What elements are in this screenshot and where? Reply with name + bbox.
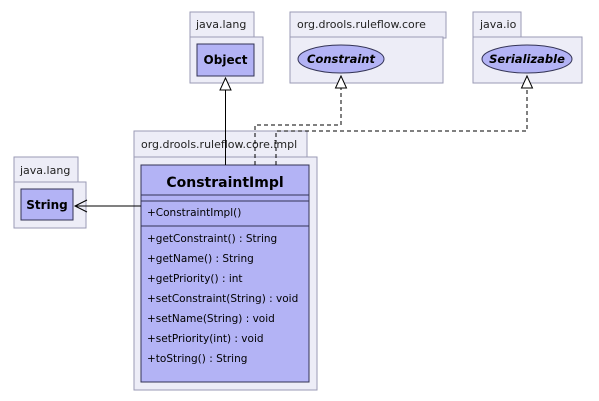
package-label: java.io — [479, 18, 517, 31]
package-tab — [133, 130, 308, 159]
class-method: +getName() : String — [147, 253, 254, 265]
relation-implements-constraint — [254, 74, 348, 165]
package-ruleflow-core-impl: org.drools.ruleflow.core.impl Constraint… — [133, 130, 318, 391]
class-method: +setPriority(int) : void — [147, 333, 264, 345]
relation-implements-serializable — [275, 74, 534, 165]
interface-serializable-ellipse[interactable] — [481, 44, 573, 74]
class-string-box[interactable] — [20, 188, 74, 221]
association-arrowhead — [73, 199, 88, 213]
class-method: +getPriority() : int — [147, 273, 243, 285]
package-java-io: java.io Serializable — [472, 11, 583, 84]
package-tab — [189, 11, 255, 39]
package-tab — [13, 156, 79, 184]
realization-arrowhead — [334, 74, 348, 89]
package-java-lang-top: java.lang Object — [189, 11, 264, 84]
class-object-name: Object — [204, 53, 248, 67]
package-java-lang-left: java.lang String — [13, 156, 87, 229]
generalization-arrowhead — [219, 76, 232, 91]
class-method: +setName(String) : void — [147, 313, 275, 325]
interface-constraint-ellipse[interactable] — [297, 44, 385, 74]
package-label: java.lang — [19, 164, 70, 177]
relation-extends-object — [219, 76, 232, 165]
interface-serializable-name: Serializable — [489, 52, 565, 66]
class-constraintimpl-name: ConstraintImpl — [166, 175, 283, 191]
package-tab — [289, 11, 447, 39]
realization-line — [275, 88, 528, 165]
package-ruleflow-core: org.drools.ruleflow.core Constraint — [289, 11, 447, 84]
package-label: org.drools.ruleflow.core.impl — [141, 138, 297, 151]
class-constructor: +ConstraintImpl() — [147, 207, 241, 219]
package-label: java.lang — [195, 18, 246, 31]
realization-arrowhead — [520, 74, 534, 89]
class-object-box[interactable] — [196, 43, 255, 77]
relation-association-string — [73, 199, 141, 213]
class-string-name: String — [26, 198, 68, 212]
interface-constraint-name: Constraint — [307, 52, 375, 66]
package-label: org.drools.ruleflow.core — [297, 18, 426, 31]
class-method: +getConstraint() : String — [147, 233, 277, 245]
class-method: +setConstraint(String) : void — [147, 293, 298, 305]
class-method: +toString() : String — [147, 353, 247, 365]
